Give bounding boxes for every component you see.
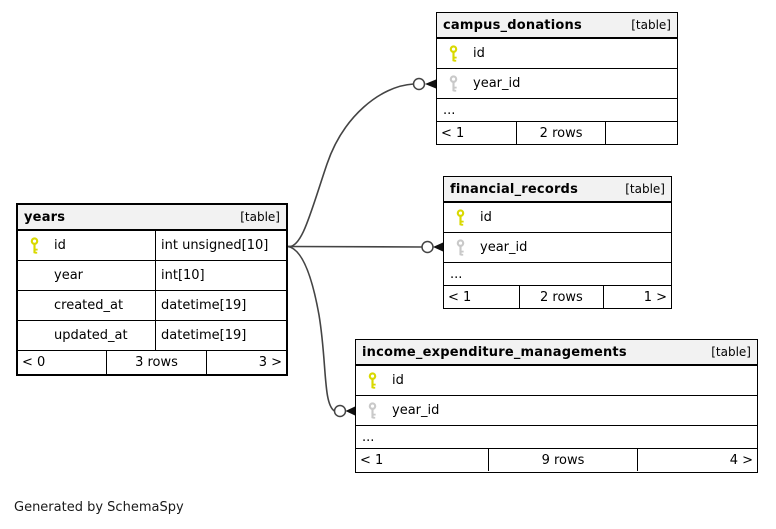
footer-row-count: 9 rows — [488, 449, 636, 471]
footer-related-count: 4 > — [636, 449, 757, 471]
table-type-badge: [table] — [240, 210, 280, 224]
edge-years-campus-donations — [287, 77, 436, 248]
table-header: income_expenditure_managements [table] — [356, 340, 757, 366]
table-footer: < 1 2 rows — [437, 122, 677, 144]
column-row-updated-at: updated_at datetime[19] — [18, 321, 286, 351]
column-row-id: id int unsigned[10] — [18, 231, 286, 261]
more-columns-indicator: ... — [444, 263, 671, 286]
column-name-cell: created_at — [18, 291, 155, 320]
column-name: id — [54, 238, 66, 253]
primary-key-icon — [27, 236, 41, 255]
table-node-income-expenditure-managements[interactable]: income_expenditure_managements [table] i… — [355, 339, 758, 473]
column-type: datetime[19] — [155, 321, 286, 350]
table-title: income_expenditure_managements — [362, 344, 627, 360]
column-name: id — [480, 210, 492, 225]
column-name-cell: updated_at — [18, 321, 155, 350]
footer-row-count: 3 rows — [106, 351, 205, 374]
foreign-key-arrowhead-icon — [433, 242, 443, 252]
edge-years-income-expenditure-managements — [287, 245, 355, 418]
column-name: year — [54, 268, 84, 283]
edge-curve — [287, 83, 414, 248]
zero-or-one-circle-icon — [421, 240, 434, 254]
zero-or-one-circle-icon — [412, 77, 426, 91]
foreign-key-icon — [453, 238, 467, 257]
column-name-cell: id — [18, 231, 155, 260]
edge-line — [287, 245, 423, 248]
more-columns-indicator: ... — [356, 426, 757, 449]
edge-years-financial-records — [287, 240, 443, 254]
column-row-year-id: year_id — [444, 233, 671, 263]
column-name: id — [392, 373, 404, 388]
column-name: year_id — [480, 240, 528, 255]
table-title: years — [24, 209, 66, 225]
foreign-key-icon — [446, 74, 460, 93]
foreign-key-icon — [365, 401, 379, 420]
primary-key-icon — [446, 44, 460, 63]
foreign-key-arrowhead-icon — [425, 79, 436, 89]
column-row-created-at: created_at datetime[19] — [18, 291, 286, 321]
footer-related-count: 1 > — [602, 286, 671, 308]
table-footer: < 1 2 rows 1 > — [444, 286, 671, 308]
column-row-year-id: year_id — [437, 69, 677, 99]
footer-implied-children: < 1 — [441, 125, 465, 141]
footer-implied-children: < 1 — [448, 289, 472, 305]
column-type: datetime[19] — [155, 291, 286, 320]
table-title: financial_records — [450, 181, 579, 197]
generated-by-caption: Generated by SchemaSpy — [14, 500, 184, 515]
footer-implied-children: < 1 — [360, 452, 384, 468]
column-row-year-id: year_id — [356, 396, 757, 426]
column-row-year: year int[10] — [18, 261, 286, 291]
more-columns-indicator: ... — [437, 99, 677, 122]
footer-row-count: 2 rows — [516, 122, 605, 144]
column-row-id: id — [437, 39, 677, 69]
table-header: financial_records [table] — [444, 177, 671, 203]
column-type: int unsigned[10] — [155, 231, 286, 260]
table-header: years [table] — [18, 205, 286, 231]
table-type-badge: [table] — [631, 18, 671, 32]
foreign-key-arrowhead-icon — [345, 406, 355, 416]
table-footer: < 1 9 rows 4 > — [356, 449, 757, 471]
footer-row-count: 2 rows — [518, 286, 603, 308]
column-name: id — [473, 46, 485, 61]
table-footer: < 0 3 rows 3 > — [18, 351, 286, 374]
primary-key-icon — [453, 208, 467, 227]
column-row-id: id — [444, 203, 671, 233]
footer-implied-children: < 0 — [22, 355, 46, 370]
column-name-cell: year — [18, 261, 155, 290]
primary-key-icon — [365, 371, 379, 390]
zero-or-one-circle-icon — [333, 404, 347, 418]
table-type-badge: [table] — [711, 345, 751, 359]
footer-related-count: 3 > — [205, 351, 286, 374]
footer-related-count — [604, 122, 677, 144]
table-title: campus_donations — [443, 17, 582, 33]
column-type: int[10] — [155, 261, 286, 290]
table-header: campus_donations [table] — [437, 13, 677, 39]
table-node-years[interactable]: years [table] id int unsigned[10] year i… — [16, 203, 288, 376]
table-node-financial-records[interactable]: financial_records [table] id year_id ...… — [443, 176, 672, 309]
table-type-badge: [table] — [625, 182, 665, 196]
column-name: year_id — [473, 76, 521, 91]
column-row-id: id — [356, 366, 757, 396]
table-node-campus-donations[interactable]: campus_donations [table] id year_id ... … — [436, 12, 678, 145]
edge-curve — [287, 245, 336, 412]
column-name: year_id — [392, 403, 440, 418]
column-name: created_at — [54, 298, 124, 313]
column-name: updated_at — [54, 328, 128, 343]
